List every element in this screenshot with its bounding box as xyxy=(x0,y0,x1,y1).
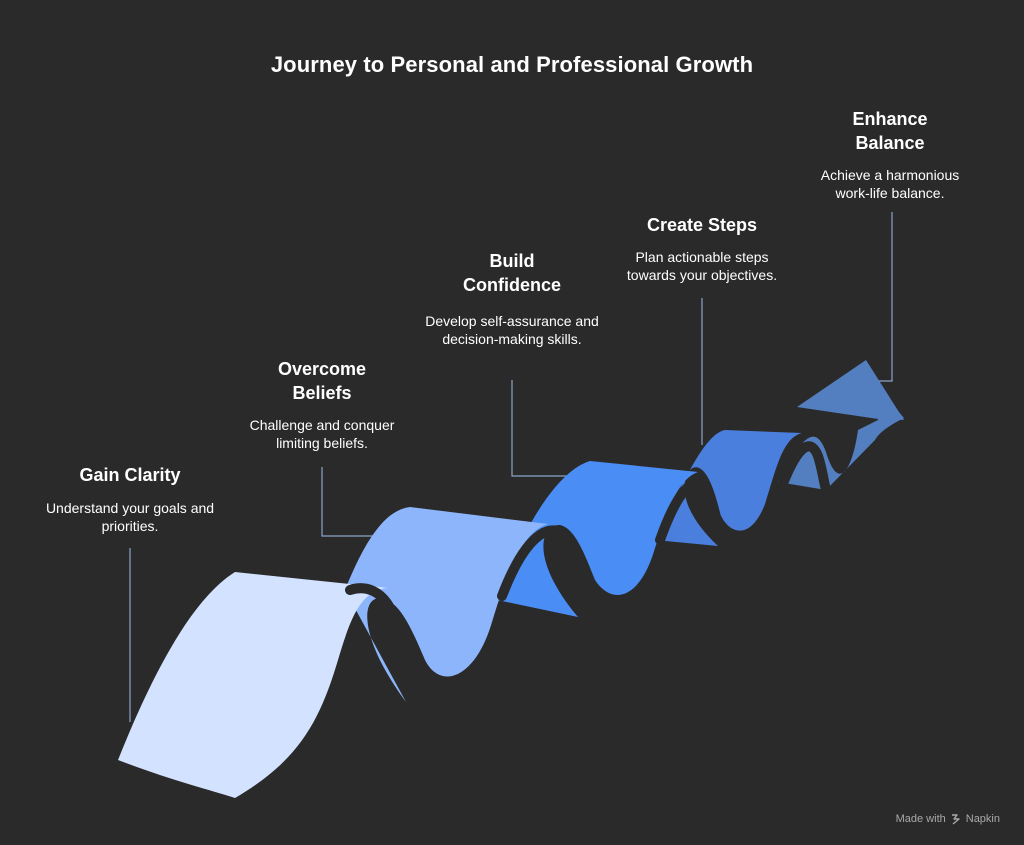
step-label-enhance-balance: Enhance Balance xyxy=(852,109,928,153)
ribbon-segment-overcome-beliefs xyxy=(345,507,548,702)
brand-name: Napkin xyxy=(965,813,1000,825)
ribbon-segment-enhance-balance xyxy=(778,390,904,490)
diagram-title: Journey to Personal and Professional Gro… xyxy=(270,52,754,77)
connector-line-5 xyxy=(878,212,893,382)
ribbon-segment-build-confidence xyxy=(497,461,698,617)
step-label-gain-clarity: Gain Clarity xyxy=(79,465,181,485)
step-label-overcome-beliefs: Overcome Beliefs xyxy=(277,359,367,403)
step-label-build-confidence: Build Confidence xyxy=(462,251,561,295)
step-desc-create-steps: Plan actionable steps towards your objec… xyxy=(626,249,778,283)
connector-line-2 xyxy=(321,467,380,537)
made-with-text: Made with xyxy=(895,813,946,825)
arrow-head xyxy=(797,360,904,420)
napkin-logo-icon xyxy=(951,814,960,825)
ribbon-segment-gain-clarity xyxy=(118,572,388,798)
step-desc-overcome-beliefs: Challenge and conquer limiting beliefs. xyxy=(249,417,395,451)
step-desc-enhance-balance: Achieve a harmonious work-life balance. xyxy=(820,167,960,201)
step-label-create-steps: Create Steps xyxy=(646,215,758,235)
connector-line-3 xyxy=(511,380,570,477)
footer-attribution: Made with Napkin xyxy=(896,813,1000,825)
ribbon-segment-create-steps xyxy=(655,430,802,546)
step-desc-build-confidence: Develop self-assurance and decision-maki… xyxy=(425,313,599,347)
step-desc-gain-clarity: Understand your goals and priorities. xyxy=(45,500,215,534)
